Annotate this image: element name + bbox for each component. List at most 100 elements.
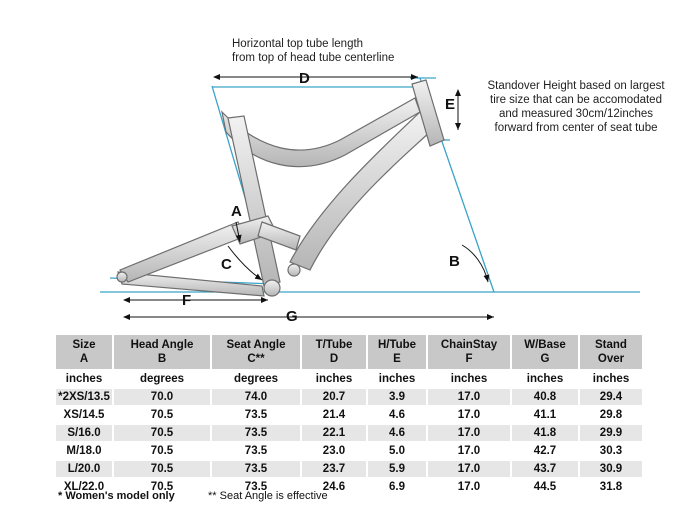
arrow-seat-angle bbox=[227, 245, 263, 281]
table-value-cell: 23.7 bbox=[302, 461, 366, 477]
table-value-cell: 17.0 bbox=[428, 425, 510, 441]
table-header-line: E bbox=[393, 353, 401, 365]
table-size-cell: L/20.0 bbox=[56, 461, 112, 477]
table-header-line: F bbox=[465, 353, 473, 365]
table-value-cell: 30.9 bbox=[580, 461, 642, 477]
table-value-cell: 5.0 bbox=[368, 443, 426, 459]
rear-dropout bbox=[116, 271, 128, 283]
table-value-cell: 17.0 bbox=[428, 389, 510, 405]
arrow-size bbox=[235, 221, 242, 243]
table-header-line: A bbox=[79, 353, 89, 365]
table-value-cell: 3.9 bbox=[368, 389, 426, 405]
shock bbox=[257, 221, 301, 251]
table-value-cell: 70.5 bbox=[114, 407, 210, 423]
table-value-cell: 23.0 bbox=[302, 443, 366, 459]
down-tube bbox=[289, 111, 433, 271]
table-unit-cell: degrees bbox=[114, 371, 210, 387]
standover-note-line-2: tire size that can be accomodated bbox=[490, 94, 662, 106]
table-header-line: D bbox=[329, 353, 339, 365]
table-unit-cell: inches bbox=[302, 371, 366, 387]
dimension-arrows bbox=[123, 74, 494, 320]
table-value-cell: 17.0 bbox=[428, 479, 510, 495]
table-value-cell: 73.5 bbox=[212, 407, 300, 423]
table-value-cell: 70.5 bbox=[114, 461, 210, 477]
table-size-cell: S/16.0 bbox=[56, 425, 112, 441]
table-value-cell: 73.5 bbox=[212, 443, 300, 459]
table-value-cell: 29.8 bbox=[580, 407, 642, 423]
label-d: D bbox=[299, 70, 310, 87]
label-b: B bbox=[449, 253, 460, 270]
table-header-line: B bbox=[157, 353, 167, 365]
standover-note-line-1: Standover Height based on largest bbox=[487, 80, 665, 92]
table-value-cell: 5.9 bbox=[368, 461, 426, 477]
table-value-cell: 20.7 bbox=[302, 389, 366, 405]
table-unit-cell: inches bbox=[368, 371, 426, 387]
bike-frame-geometry-diagram bbox=[100, 74, 640, 320]
table-value-cell: 40.8 bbox=[512, 389, 578, 405]
standover-note: Standover Height based on largest tire s… bbox=[462, 79, 690, 135]
table-value-cell: 44.5 bbox=[512, 479, 578, 495]
top-tube-note: Horizontal top tube length from top of h… bbox=[232, 37, 394, 65]
table-value-cell: 41.1 bbox=[512, 407, 578, 423]
top-tube-note-line-2: from top of head tube centerline bbox=[232, 52, 395, 64]
table-value-cell: 70.5 bbox=[114, 425, 210, 441]
table-header-line: T/Tube bbox=[315, 339, 353, 351]
footnote-womens-model: * Women's model only bbox=[58, 490, 175, 502]
table-value-cell: 73.5 bbox=[212, 479, 300, 495]
table-value-cell: 24.6 bbox=[302, 479, 366, 495]
table-size-cell: *2XS/13.5 bbox=[56, 389, 112, 405]
table-size-cell: XS/14.5 bbox=[56, 407, 112, 423]
table-value-cell: 29.9 bbox=[580, 425, 642, 441]
label-f: F bbox=[182, 292, 192, 309]
table-value-cell: 6.9 bbox=[368, 479, 426, 495]
table-value-cell: 21.4 bbox=[302, 407, 366, 423]
standover-note-line-3: and measured 30cm/12inches bbox=[498, 108, 654, 120]
label-e: E bbox=[445, 96, 456, 113]
table-value-cell: 17.0 bbox=[428, 443, 510, 459]
table-value-cell: 31.8 bbox=[580, 479, 642, 495]
table-header-line: Size bbox=[72, 339, 96, 351]
table-value-cell: 73.5 bbox=[212, 425, 300, 441]
table-value-cell: 42.7 bbox=[512, 443, 578, 459]
table-value-cell: 30.3 bbox=[580, 443, 642, 459]
top-tube-note-line-1: Horizontal top tube length bbox=[232, 38, 364, 50]
table-header-line: G bbox=[540, 353, 550, 365]
head-tube bbox=[411, 79, 445, 147]
label-c: C bbox=[221, 256, 232, 273]
table-value-cell: 41.8 bbox=[512, 425, 578, 441]
table-value-cell: 70.5 bbox=[114, 479, 210, 495]
table-header-line: Seat Angle bbox=[226, 339, 286, 351]
table-value-cell: 73.5 bbox=[212, 461, 300, 477]
arrow-head-angle bbox=[461, 244, 490, 283]
main-pivot bbox=[287, 263, 301, 277]
table-unit-cell: inches bbox=[512, 371, 578, 387]
table-header-line: Stand bbox=[595, 339, 627, 351]
seat-stay bbox=[119, 221, 247, 283]
table-header-line: W/Base bbox=[524, 339, 566, 351]
bottom-bracket bbox=[263, 279, 281, 297]
table-unit-cell: inches bbox=[56, 371, 112, 387]
table-unit-cell: inches bbox=[580, 371, 642, 387]
table-unit-cell: degrees bbox=[212, 371, 300, 387]
table-value-cell: 4.6 bbox=[368, 407, 426, 423]
table-unit-cell: inches bbox=[428, 371, 510, 387]
table-header-line: Head Angle bbox=[130, 339, 194, 351]
table-value-cell: 17.0 bbox=[428, 461, 510, 477]
table-value-cell: 70.0 bbox=[114, 389, 210, 405]
table-value-cell: 29.4 bbox=[580, 389, 642, 405]
table-value-cell: 4.6 bbox=[368, 425, 426, 441]
footnote-seat-angle: ** Seat Angle is effective bbox=[208, 490, 328, 502]
table-value-cell: 74.0 bbox=[212, 389, 300, 405]
